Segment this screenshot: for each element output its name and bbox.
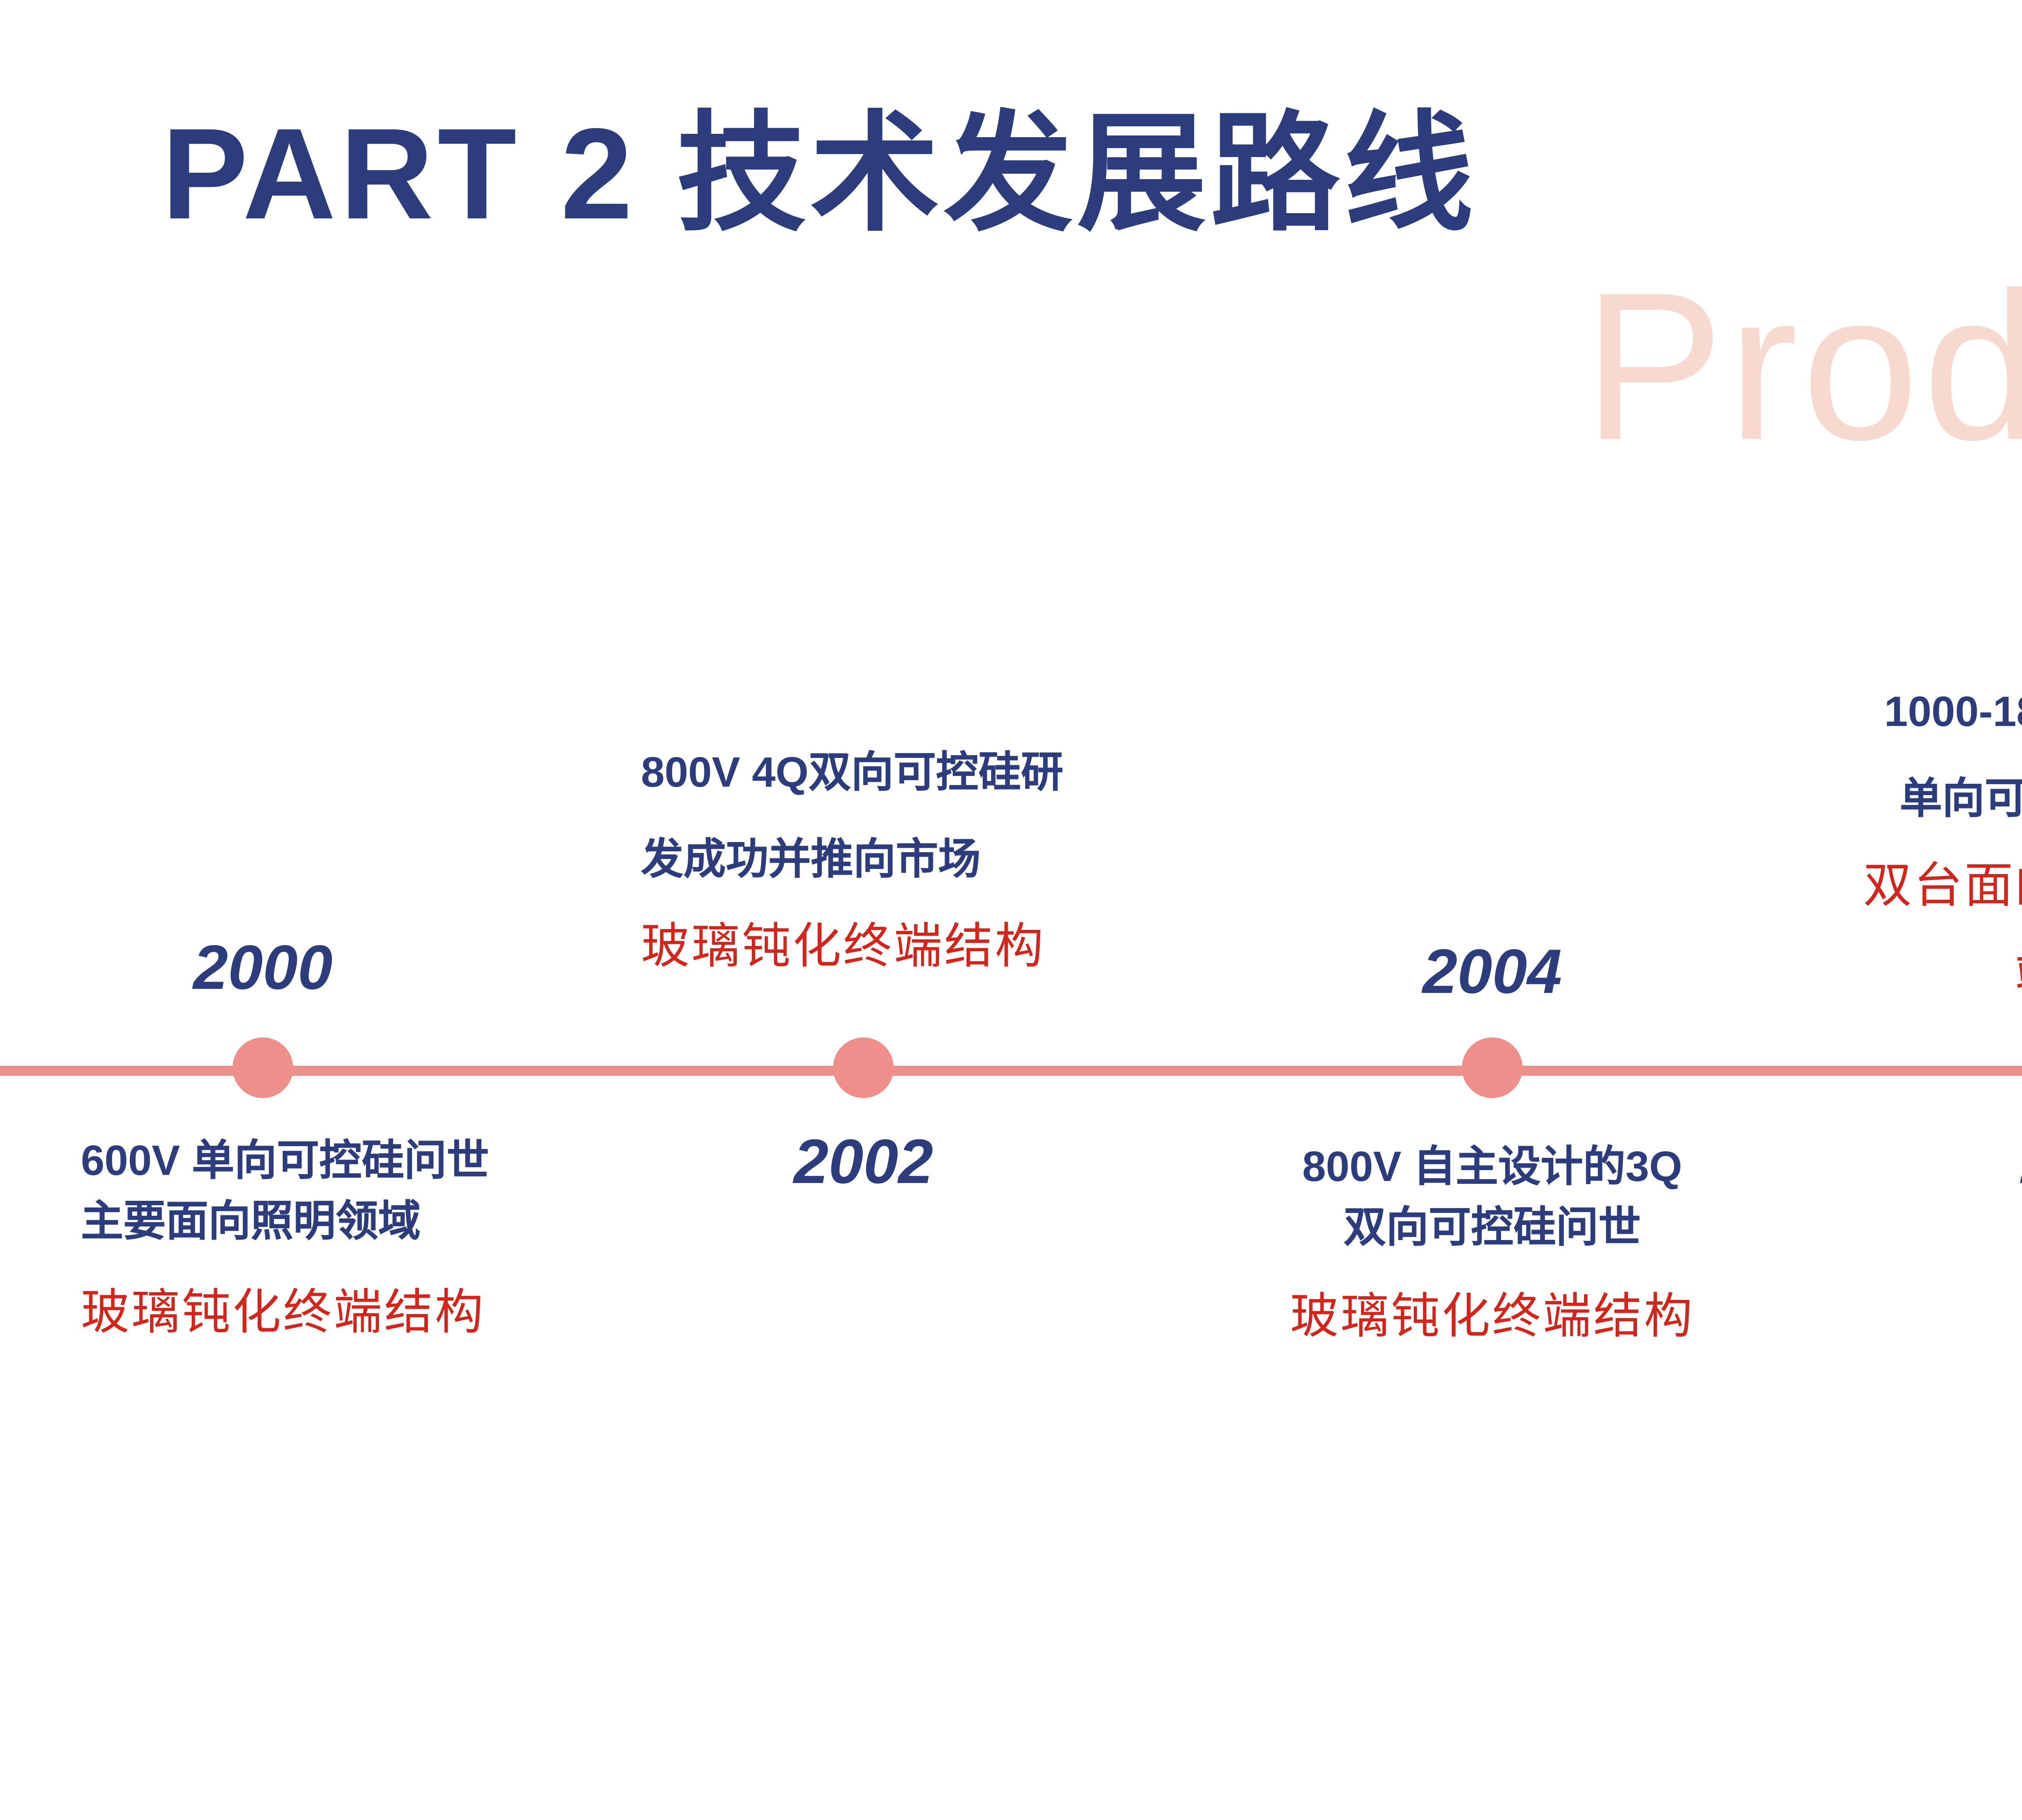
milestone-desc-line: 发成功并推向市场	[641, 837, 981, 884]
milestone-highlight-line: 端结构	[1863, 944, 2022, 1005]
milestone-text-2002: 800V 4Q双向可控硅研 发成功并推向市场 玻璃钝化终端结构	[641, 744, 1064, 979]
timeline-dot-2004	[1462, 1037, 1523, 1098]
milestone-desc-line: 单向可控硅研发成功	[1899, 777, 2022, 823]
milestone-text-2000: 600V 单向可控硅问世 主要面向照明领域 玻璃钝化终端结构	[81, 1132, 489, 1345]
timeline-dot-2000	[233, 1037, 293, 1098]
milestone-year-2002: 2002	[793, 1126, 933, 1197]
milestone-desc-line: 主要面向照明领域	[81, 1199, 421, 1246]
milestone-desc-line: 1000-1800V 双向以及	[1884, 690, 2022, 736]
page-title: PART 2 技术发展路线	[162, 101, 1478, 247]
milestone-year-2004: 2004	[1422, 936, 1562, 1007]
milestone-highlight-line: 玻璃钝化终端结构	[641, 920, 1045, 975]
milestone-highlight-line: 玻璃钝化终端结构	[1290, 1290, 1694, 1345]
milestone-desc-line: 双向可控硅问世	[1343, 1205, 1641, 1252]
milestone-desc-line: 800V 自主设计的3Q	[1302, 1145, 1682, 1191]
milestone-desc-line: 600V 单向可控硅问世	[81, 1139, 489, 1185]
milestone-year-2000: 2000	[193, 932, 333, 1003]
milestone-year-2006: 2006	[2021, 1124, 2022, 1200]
watermark-product-release: Product Release	[1583, 251, 2022, 485]
milestone-desc-line: 800V 4Q双向可控硅研	[641, 750, 1064, 797]
milestone-highlight-line: 双台面的玻璃钝化终	[1863, 859, 2022, 914]
milestone-text-2004: 800V 自主设计的3Q 双向可控硅问世 玻璃钝化终端结构	[1290, 1139, 1694, 1349]
milestone-highlight-line: 玻璃钝化终端结构	[81, 1286, 485, 1341]
timeline-dot-2002	[833, 1037, 894, 1098]
milestone-text-2006: 1000-1800V 双向以及 单向可控硅研发成功 双台面的玻璃钝化终 端结构	[1863, 684, 2022, 1005]
timeline-line	[0, 1066, 2022, 1076]
